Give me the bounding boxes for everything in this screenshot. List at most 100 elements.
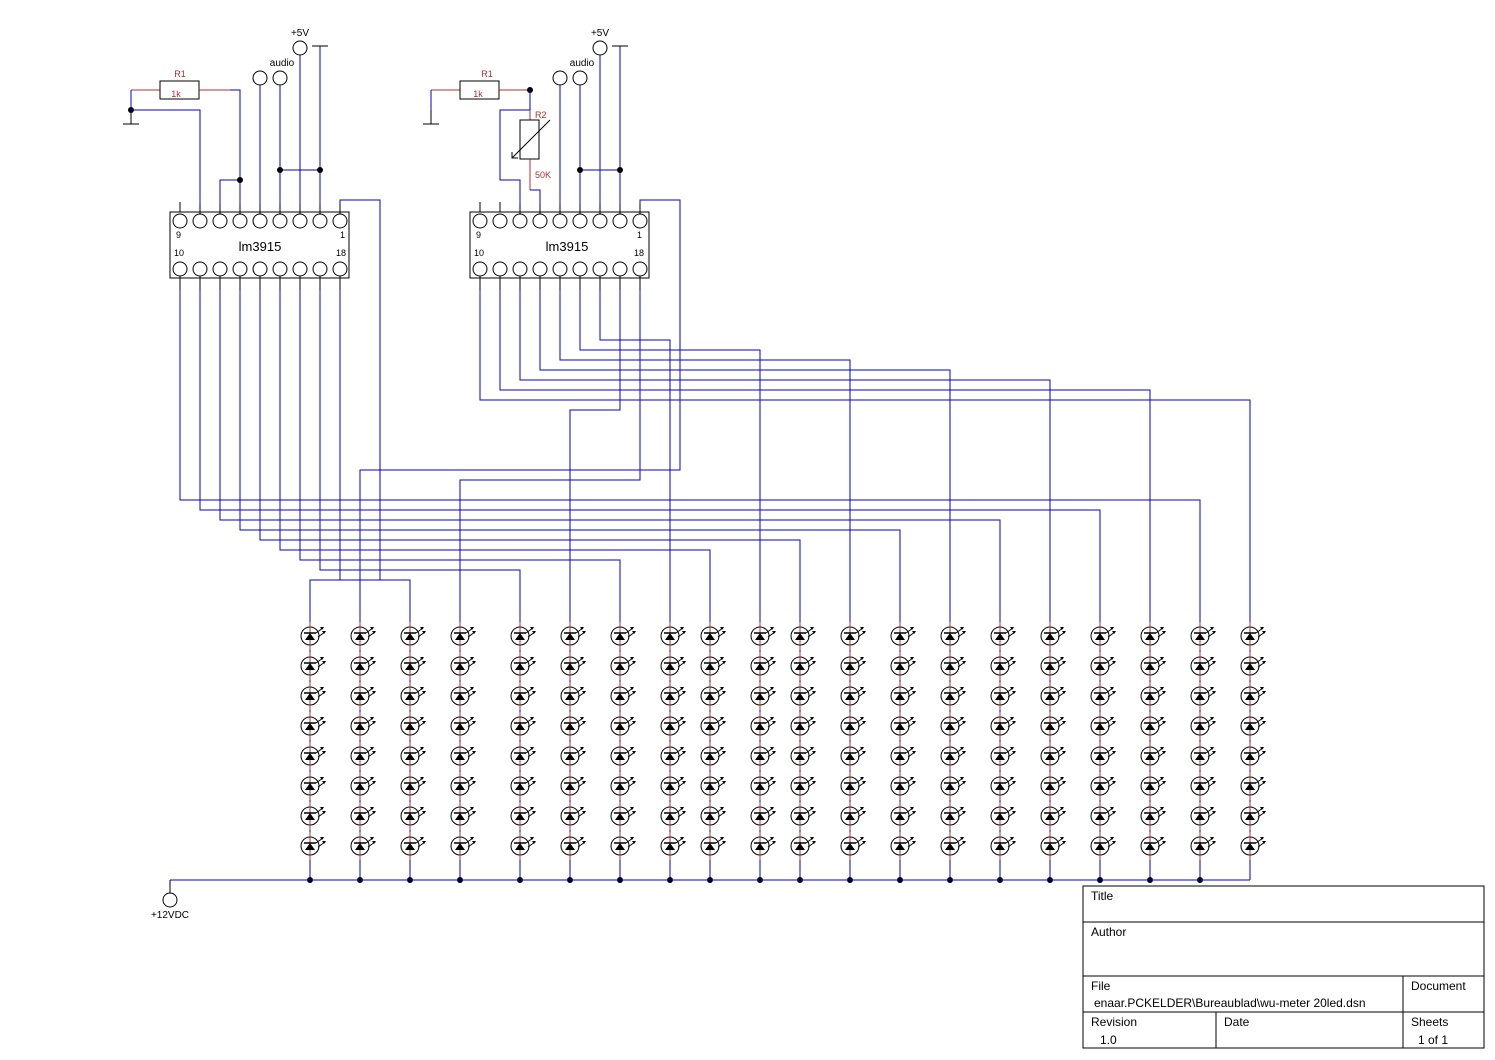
led (300, 741, 327, 771)
led (300, 651, 327, 681)
r1-left-ref: R1 (174, 69, 186, 79)
led (750, 741, 777, 771)
sheets-value: 1 of 1 (1418, 1033, 1448, 1047)
ic-pin (552, 261, 568, 277)
led (1090, 801, 1117, 831)
led (610, 711, 637, 741)
led (840, 831, 867, 861)
ic-pin (312, 261, 328, 277)
supply-label-right: +5V (591, 28, 609, 39)
led-drive-wiring (179, 290, 1251, 620)
led (610, 801, 637, 831)
led (400, 711, 427, 741)
led (790, 801, 817, 831)
led (750, 831, 777, 861)
ic-pin (472, 261, 488, 277)
led (750, 711, 777, 741)
led (1240, 741, 1267, 771)
sheets-label: Sheets (1411, 1015, 1448, 1029)
supply-terminal-right (592, 40, 608, 56)
led (450, 831, 477, 861)
led (1040, 651, 1067, 681)
audio-terminal-right-a (552, 70, 568, 86)
ic-pin (612, 261, 628, 277)
led (660, 831, 687, 861)
ic-left-name: lm3915 (239, 239, 282, 254)
wire (559, 290, 851, 620)
power-label: +12VDC (151, 910, 189, 921)
wire (259, 290, 801, 620)
ic-pin (192, 261, 208, 277)
ic-pin (252, 213, 268, 229)
led (610, 621, 637, 651)
ic-pin (592, 261, 608, 277)
led (1140, 621, 1167, 651)
led (940, 681, 967, 711)
led (660, 741, 687, 771)
ic-left-pin9: 9 (176, 230, 181, 240)
ic-pin (492, 261, 508, 277)
led (990, 621, 1017, 651)
wire (459, 290, 641, 620)
resistor-r1-right: R1 1k (431, 69, 530, 100)
potentiometer-r2: R2 50K (511, 110, 551, 210)
ic-pin (252, 261, 268, 277)
led (750, 801, 777, 831)
led (1040, 741, 1067, 771)
title-block: Title Author File enaar.PCKELDER\Bureaub… (1082, 885, 1485, 1049)
led (990, 681, 1017, 711)
ic-pin (512, 213, 528, 229)
led (1190, 711, 1217, 741)
led (1090, 831, 1117, 861)
ic-pin (292, 213, 308, 229)
led (510, 771, 537, 801)
led (300, 831, 327, 861)
led (1240, 831, 1267, 861)
led (1140, 801, 1167, 831)
led (510, 651, 537, 681)
revision-label: Revision (1091, 1015, 1137, 1029)
led (940, 771, 967, 801)
led (750, 771, 777, 801)
led (560, 711, 587, 741)
wire (339, 290, 411, 620)
led (790, 771, 817, 801)
led (400, 681, 427, 711)
wire (539, 290, 951, 620)
r2-value: 50K (535, 170, 551, 180)
r2-ref: R2 (535, 110, 547, 120)
led (610, 651, 637, 681)
wire (219, 290, 1001, 620)
ic-pin (532, 261, 548, 277)
led (1040, 831, 1067, 861)
wire (279, 290, 711, 620)
ic-left-pin10: 10 (174, 248, 184, 258)
led (750, 651, 777, 681)
led (400, 801, 427, 831)
ic-pin (172, 261, 188, 277)
led (990, 831, 1017, 861)
led (1090, 711, 1117, 741)
ic-pin (192, 213, 208, 229)
ic-pin (332, 213, 348, 229)
led (450, 621, 477, 651)
ic-pin (332, 261, 348, 277)
led (1190, 801, 1217, 831)
ic-pin (312, 213, 328, 229)
r1-right-ref: R1 (481, 69, 493, 79)
led (1040, 801, 1067, 831)
led (560, 801, 587, 831)
led (660, 651, 687, 681)
led (1090, 681, 1117, 711)
audio-label-right: audio (570, 58, 595, 69)
led (1240, 681, 1267, 711)
ic-pin (272, 213, 288, 229)
r1-right-value: 1k (473, 89, 483, 99)
led (450, 771, 477, 801)
led (700, 831, 727, 861)
wire (599, 290, 671, 620)
wire (309, 579, 340, 620)
ic-right-pin9: 9 (476, 230, 481, 240)
led (840, 711, 867, 741)
led (1240, 711, 1267, 741)
